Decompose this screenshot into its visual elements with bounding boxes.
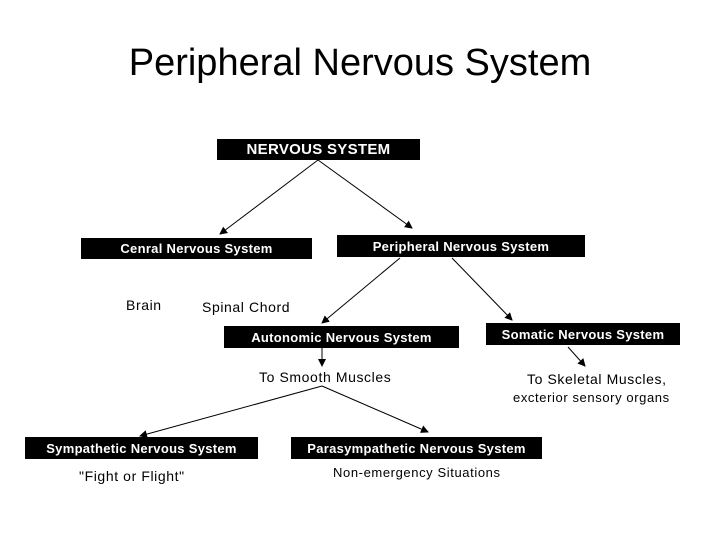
node-parasympathetic-nervous-system: Parasympathetic Nervous System: [291, 437, 542, 459]
edge-ns-peripheral: [317, 159, 413, 229]
edge-peripheral-somatic: [451, 257, 513, 321]
label-brain: Brain: [126, 297, 162, 313]
label-smooth-muscles: To Smooth Muscles: [259, 369, 392, 385]
label-skeletal-muscles: To Skeletal Muscles,: [527, 371, 667, 387]
page-title: Peripheral Nervous System: [128, 42, 592, 84]
edge-ns-central: [219, 159, 319, 235]
node-sympathetic-nervous-system: Sympathetic Nervous System: [25, 437, 258, 459]
node-nervous-system: NERVOUS SYSTEM: [217, 139, 420, 160]
node-autonomic-nervous-system: Autonomic Nervous System: [224, 326, 459, 348]
edge-peripheral-autonomic: [321, 257, 401, 324]
label-non-emergency: Non-emergency Situations: [333, 465, 501, 480]
label-spinal-chord: Spinal Chord: [202, 299, 291, 315]
node-somatic-nervous-system: Somatic Nervous System: [486, 323, 680, 345]
node-peripheral-nervous-system: Peripheral Nervous System: [337, 235, 585, 257]
edge-somatic-skeletal: [567, 346, 586, 367]
label-fight-or-flight: "Fight or Flight": [79, 468, 185, 484]
label-sensory-organs: excterior sensory organs: [513, 390, 670, 405]
edge-smooth-sympathetic: [139, 385, 323, 439]
edge-smooth-parasympathetic: [321, 385, 429, 433]
node-central-nervous-system: Cenral Nervous System: [81, 238, 312, 259]
